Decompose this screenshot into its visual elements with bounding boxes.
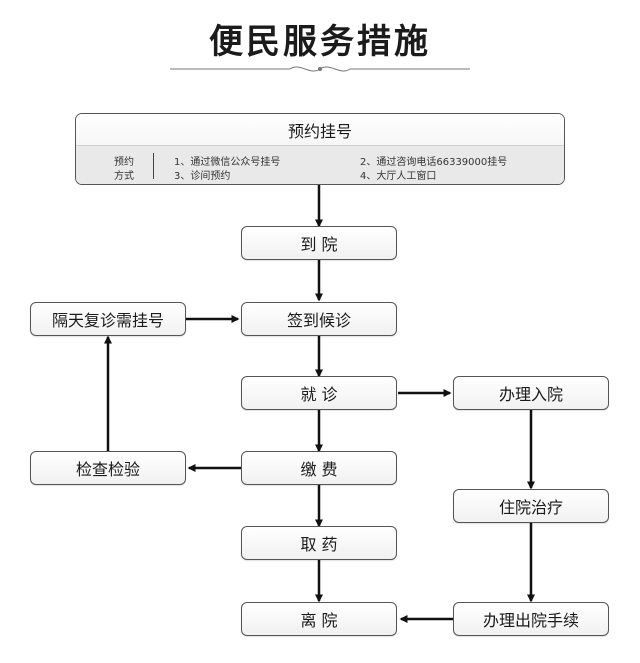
booking-box: 预约挂号 预约 方式 1、通过微信公众号挂号 2、通过咨询电话66339000挂… [75, 113, 565, 185]
booking-option-4: 4、大厅人工窗口 [360, 171, 437, 182]
booking-option-2: 2、通过咨询电话66339000挂号 [360, 157, 508, 168]
node-leave: 离 院 [241, 602, 397, 636]
booking-methods: 预约 方式 1、通过微信公众号挂号 2、通过咨询电话66339000挂号 3、诊… [76, 145, 564, 184]
title-ornament [170, 66, 470, 72]
node-consult: 就 诊 [241, 376, 397, 410]
method-label-line1: 预约 [114, 157, 134, 168]
booking-option-1: 1、通过微信公众号挂号 [174, 157, 281, 168]
booking-title: 预约挂号 [76, 114, 564, 145]
method-label-line2: 方式 [114, 171, 134, 182]
node-admission: 办理入院 [453, 376, 609, 410]
node-treatment: 住院治疗 [453, 489, 609, 523]
node-checkin: 签到候诊 [241, 302, 397, 336]
node-arrive: 到 院 [241, 226, 397, 260]
booking-option-3: 3、诊间预约 [174, 171, 231, 182]
node-exam: 检查检验 [30, 451, 186, 485]
node-pay: 缴 费 [241, 451, 397, 485]
node-next-day-register: 隔天复诊需挂号 [30, 302, 186, 336]
node-discharge: 办理出院手续 [453, 602, 609, 636]
node-medicine: 取 药 [241, 526, 397, 560]
page-title: 便民服务措施 [209, 22, 431, 62]
method-divider [153, 153, 154, 179]
